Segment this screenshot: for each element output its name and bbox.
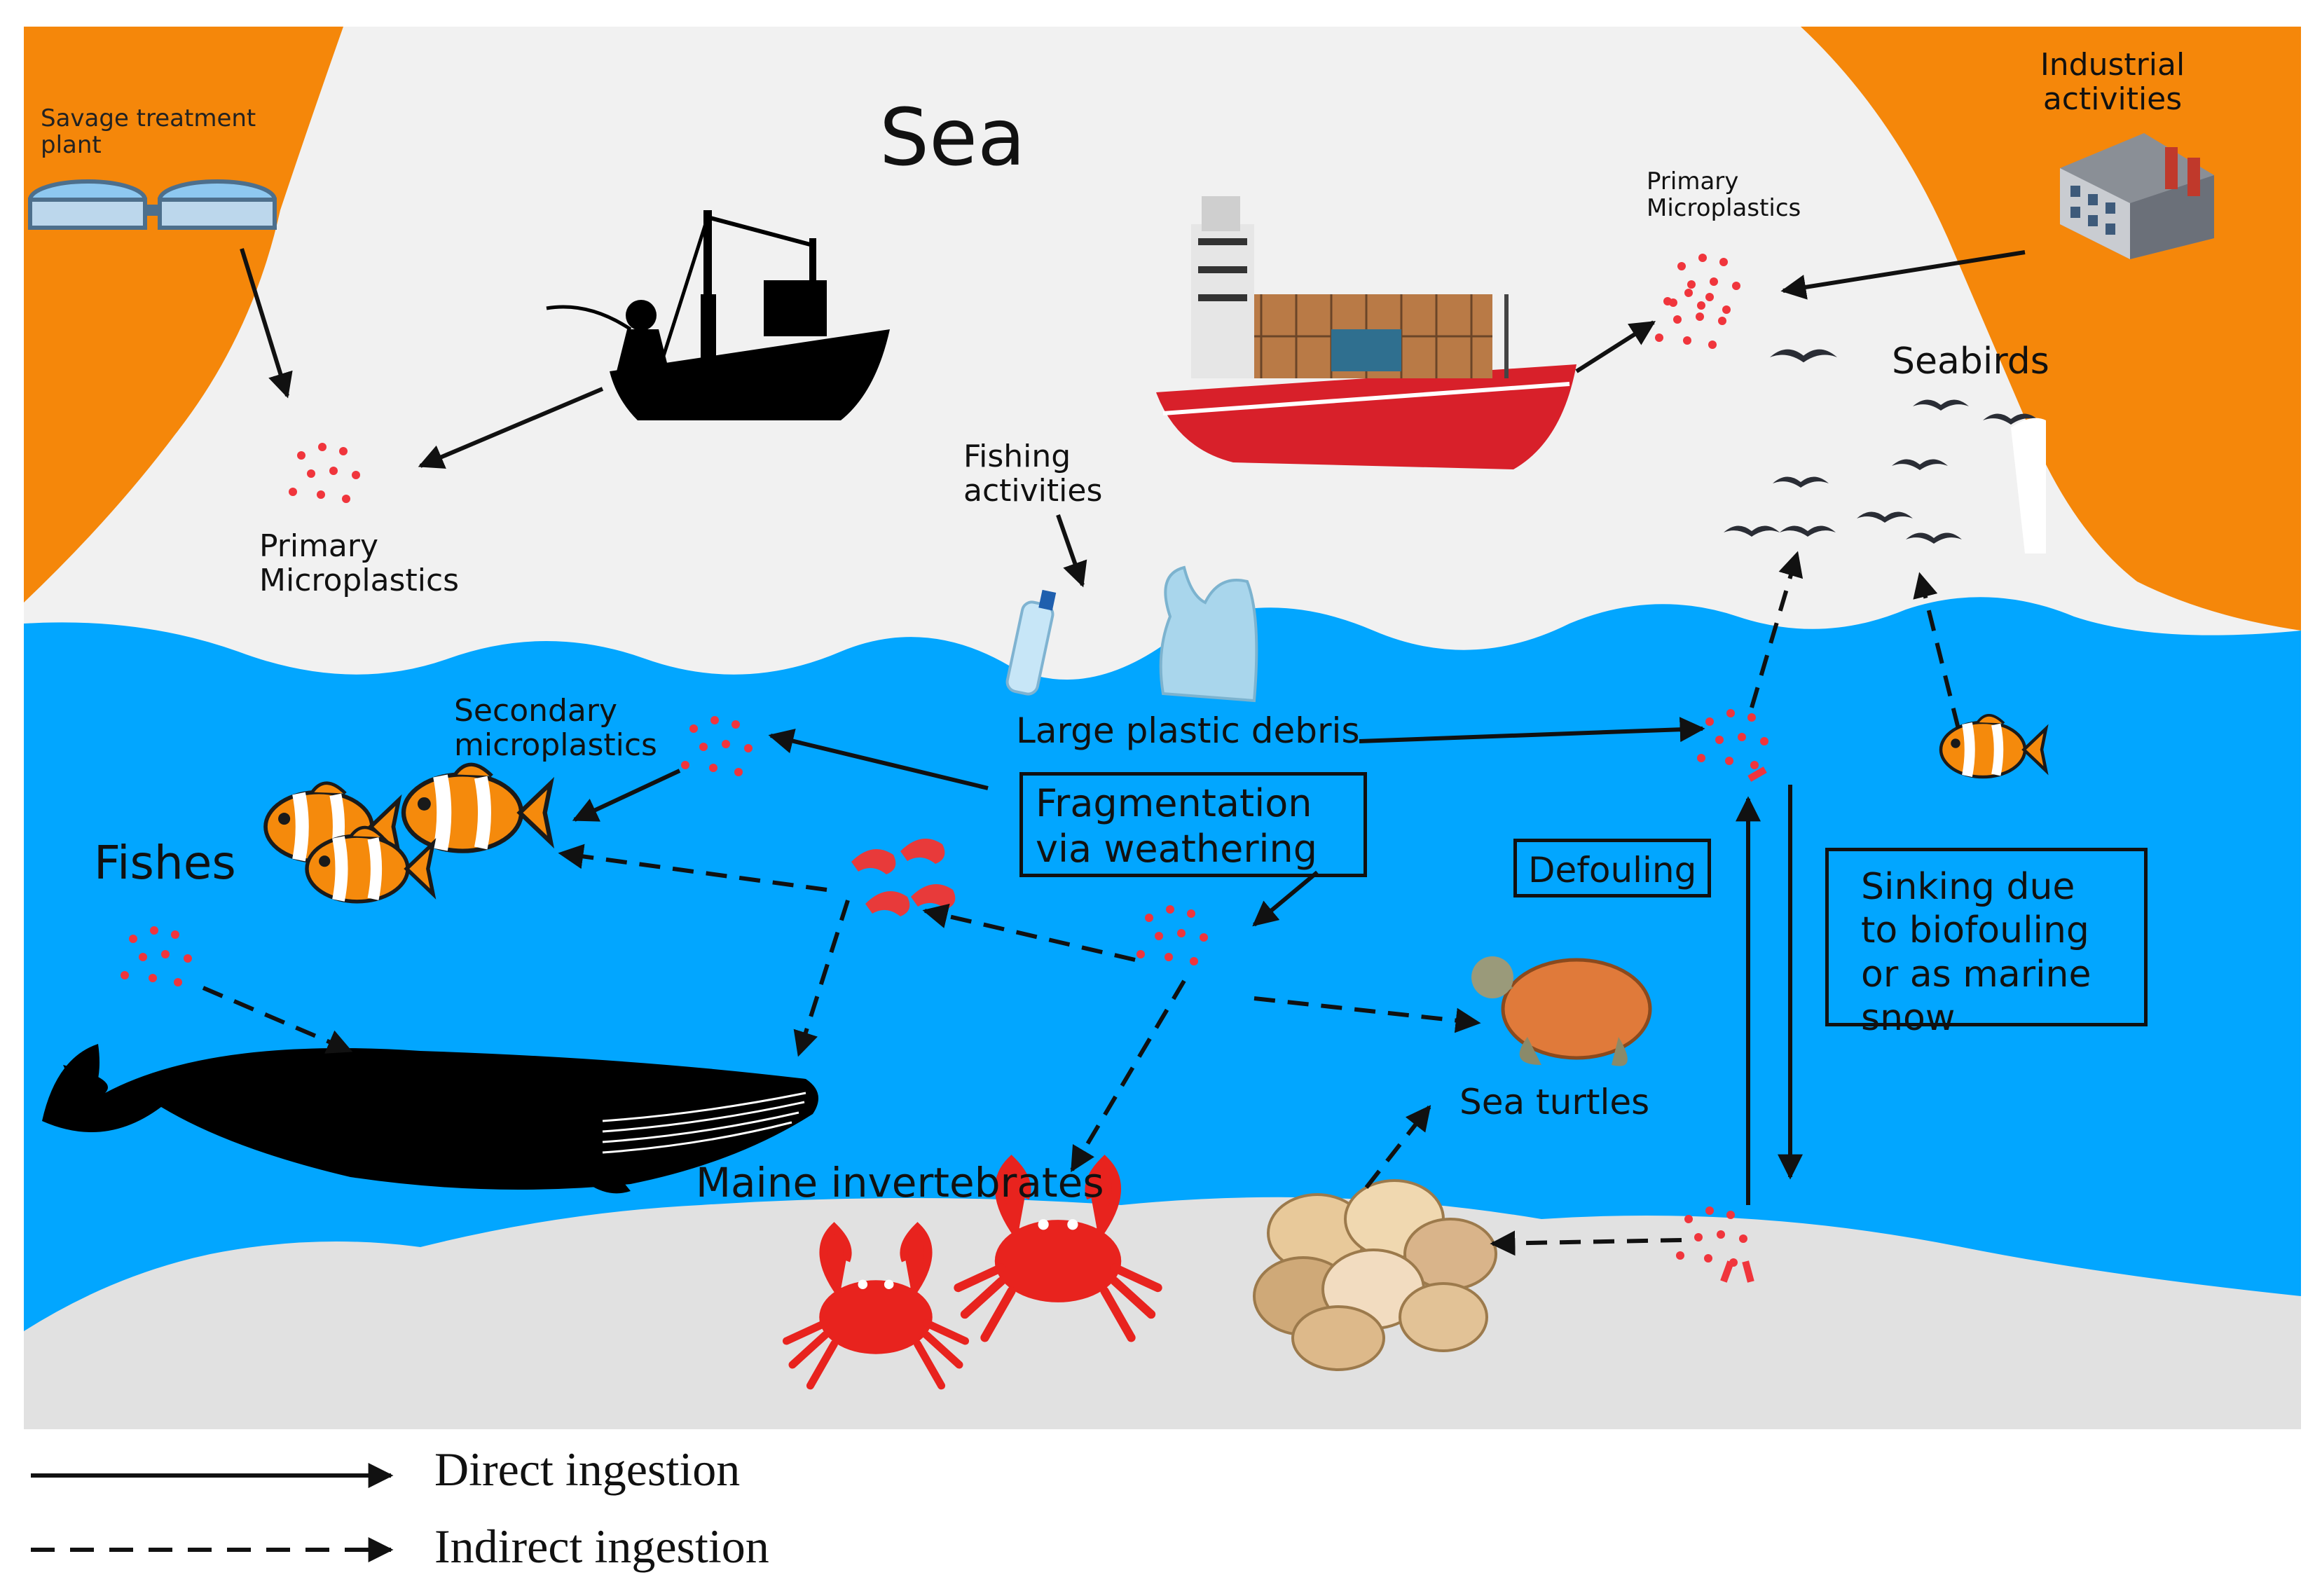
legend-indirect-label: Indirect ingestion <box>434 1520 769 1573</box>
fragmentation-box: Fragmentation via weathering <box>1019 772 1367 877</box>
seabirds-label: Seabirds <box>1892 340 2049 383</box>
seabird-flock-icon <box>1724 349 2046 553</box>
large-plastic-debris-label: Large plastic debris <box>1016 710 1360 751</box>
shells-icon <box>1253 1179 1497 1371</box>
sinking-box: Sinking due to biofouling or as marine s… <box>1825 848 2148 1039</box>
defouling-box: Defouling <box>1513 839 1711 897</box>
primary-microplastics-right-label: Primary Microplastics <box>1647 167 1801 223</box>
fishing-boat-icon <box>546 210 890 420</box>
sewage-plant-label: Savage treatment plant <box>41 104 256 160</box>
fishes-label: Fishes <box>94 836 236 890</box>
cargo-ship-icon <box>1156 196 1576 469</box>
diagram-title: Sea <box>879 92 1026 184</box>
industrial-activities-label: Industrial activities <box>2040 47 2185 118</box>
marine-invertebrates-label: Maine invertebrates <box>696 1159 1104 1206</box>
plastic-bag-icon <box>1159 565 1258 703</box>
sea-turtles-label: Sea turtles <box>1459 1082 1650 1122</box>
left-land <box>24 27 343 603</box>
seabed <box>24 1197 2301 1429</box>
sewage-plant-icon <box>28 179 277 230</box>
plastic-bottle-icon <box>1005 589 1057 696</box>
primary-microplastics-left-label: Primary Microplastics <box>259 528 460 599</box>
sea-turtle-icon <box>1471 956 1652 1066</box>
factory-icon <box>2060 133 2214 259</box>
indirect-arrows <box>202 551 1960 1256</box>
sediment-fragments <box>1720 766 1767 1283</box>
legend-direct-label: Direct ingestion <box>434 1443 741 1496</box>
direct-arrows <box>240 248 2026 1205</box>
fishing-activities-label: Fishing activities <box>963 439 1103 509</box>
whale-icon <box>42 1044 818 1194</box>
secondary-microplastics-label: Secondary microplastics <box>454 693 657 764</box>
